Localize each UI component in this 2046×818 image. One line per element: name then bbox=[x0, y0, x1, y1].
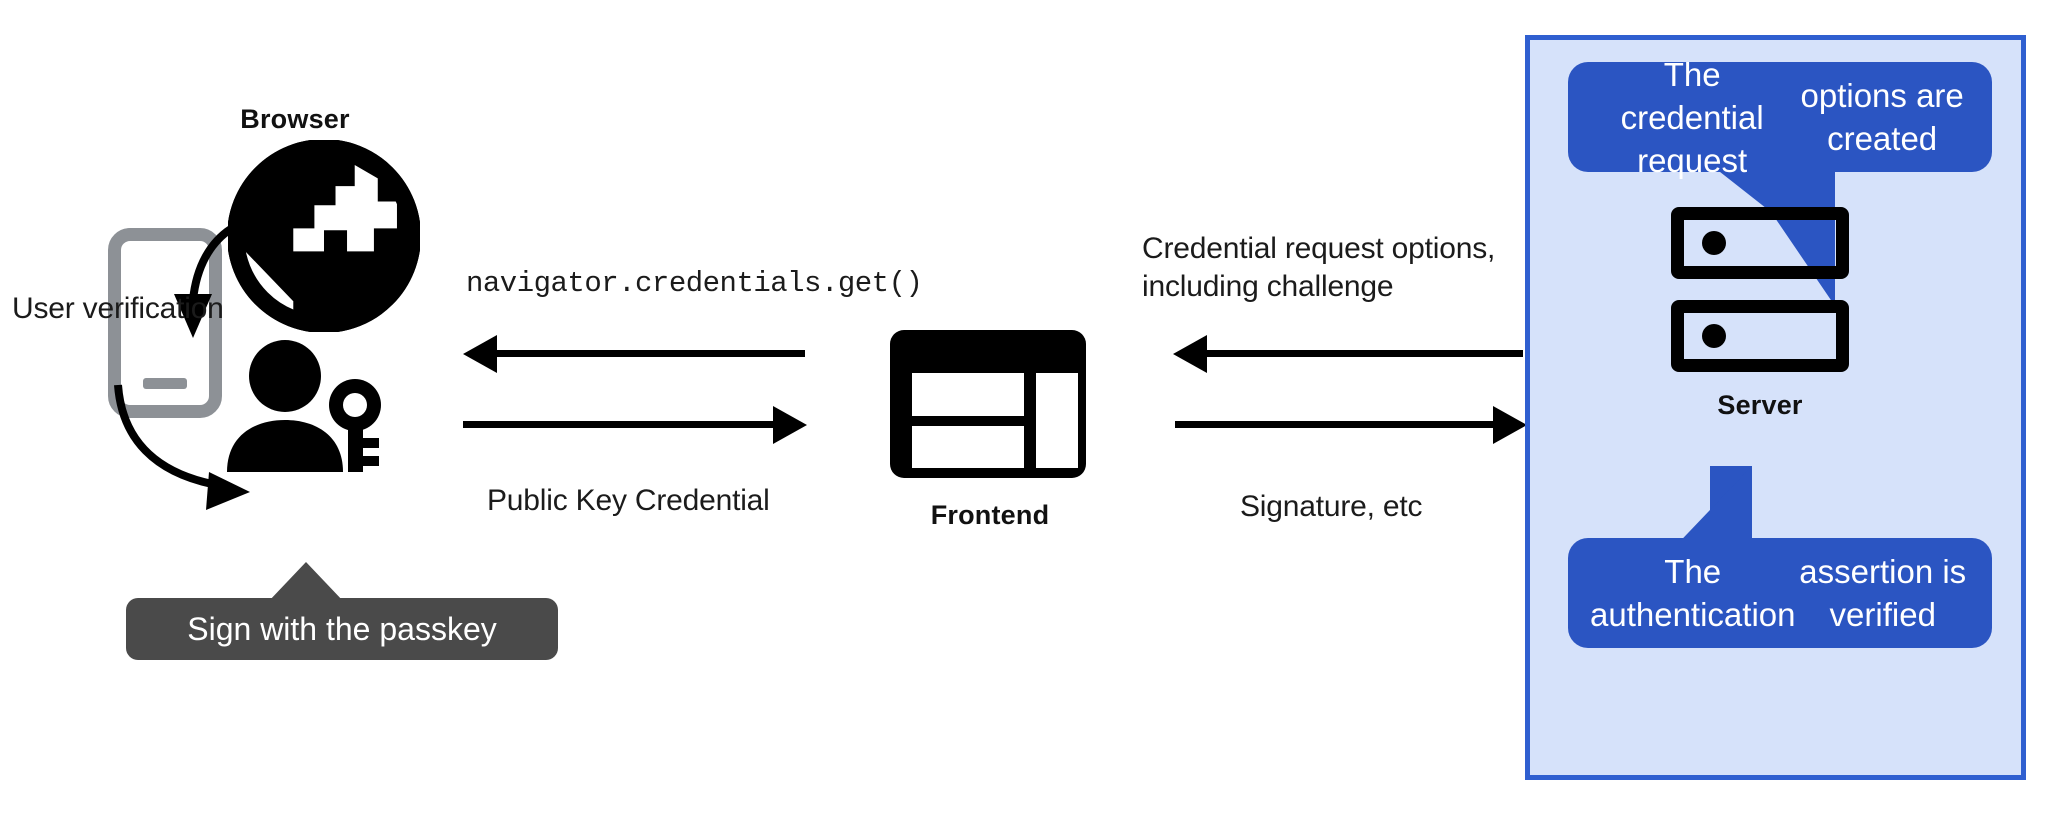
assertion-verified-callout: The authentication assertion is verified bbox=[1568, 538, 1992, 648]
server-caption: Server bbox=[1717, 390, 1803, 420]
frontend-caption: Frontend bbox=[930, 500, 1050, 530]
arrow-phone-to-user-icon bbox=[114, 384, 250, 510]
options-created-line2: options are created bbox=[1800, 77, 1964, 157]
phone-icon bbox=[108, 228, 222, 418]
navigator-credentials-get-label: navigator.credentials.get() bbox=[466, 267, 923, 300]
frontend-layout-icon bbox=[890, 330, 1086, 478]
signature-etc-label: Signature, etc bbox=[1240, 490, 1423, 523]
server-bay-bottom bbox=[1671, 300, 1849, 372]
server-region: The credential request options are creat… bbox=[1525, 35, 2026, 780]
public-key-credential-label: Public Key Credential bbox=[487, 484, 770, 517]
server-rack-icon bbox=[1671, 207, 1849, 372]
globe-icon bbox=[227, 139, 421, 333]
sign-with-passkey-callout: Sign with the passkey bbox=[126, 598, 558, 660]
assertion-verified-line2: assertion is verified bbox=[1799, 553, 1967, 633]
user-verification-label: User verification bbox=[12, 292, 224, 325]
server-bay-top bbox=[1671, 207, 1849, 279]
assertion-verified-line1: The authentication bbox=[1590, 553, 1796, 633]
server-led-top-icon bbox=[1702, 231, 1726, 255]
options-created-callout: The credential request options are creat… bbox=[1568, 56, 1992, 179]
sign-with-passkey-tail-icon bbox=[228, 560, 348, 602]
credential-request-options-line1: Credential request options, bbox=[1142, 232, 1496, 265]
browser-caption: Browser bbox=[240, 104, 350, 134]
options-created-line1: The credential request bbox=[1620, 55, 1764, 179]
phone-speaker-icon bbox=[143, 378, 187, 389]
options-created-tail-icon bbox=[1685, 168, 1935, 308]
credential-request-options-line2: including challenge bbox=[1142, 270, 1394, 303]
server-led-bottom-icon bbox=[1702, 324, 1726, 348]
person-with-key-icon bbox=[212, 336, 392, 472]
arrow-browser-to-phone-icon bbox=[174, 213, 307, 338]
